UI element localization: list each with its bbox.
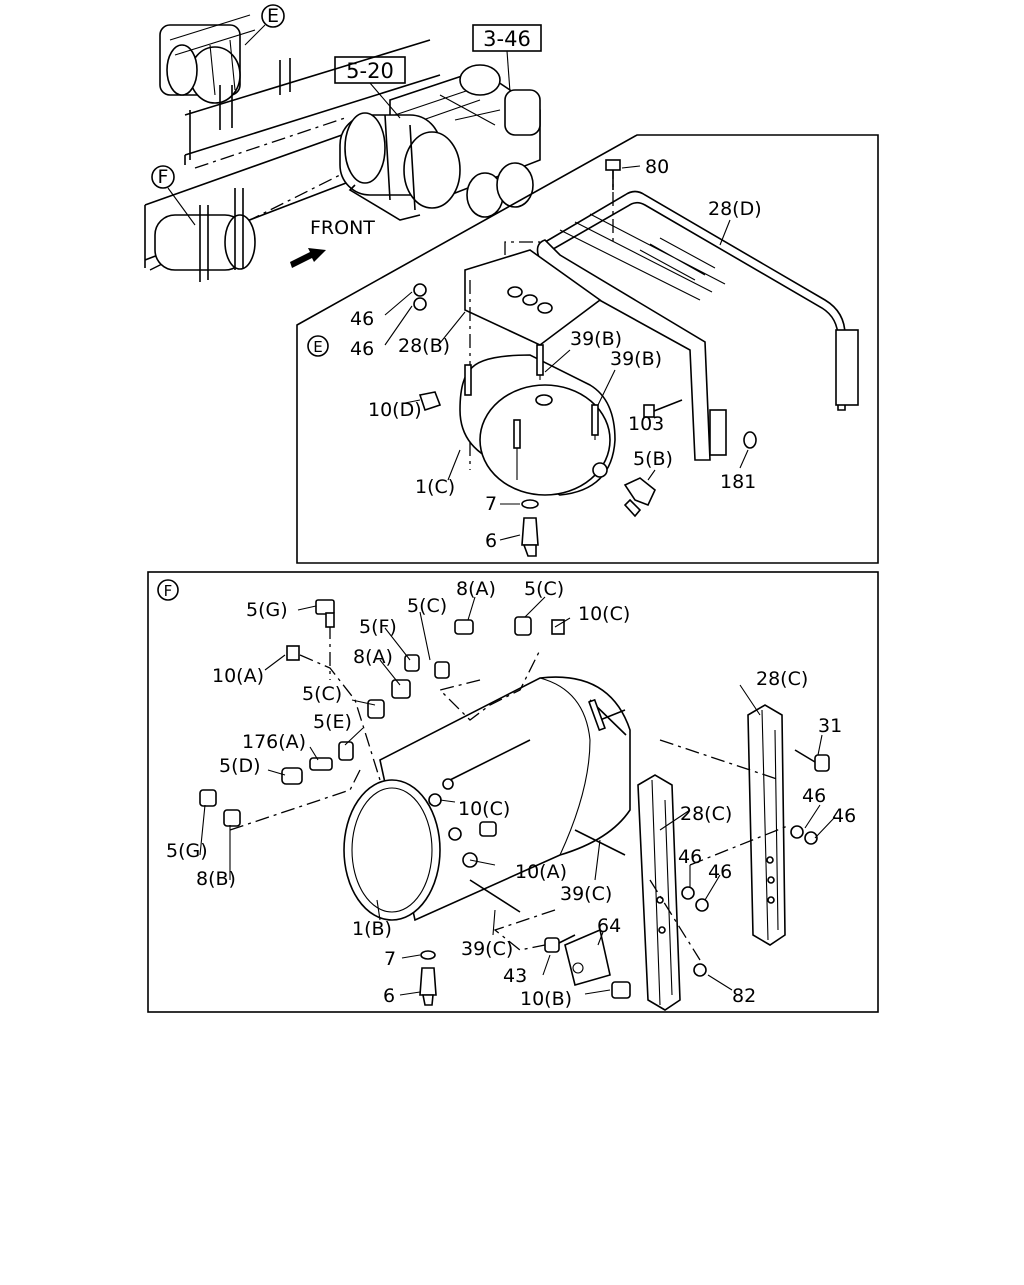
label-e-28b: 28(B) — [398, 335, 450, 357]
callout-f-circle — [151, 165, 175, 189]
label-f-5g-bot: 5(G) — [166, 840, 208, 862]
label-f-46-r1: 46 — [802, 785, 826, 807]
label-f-64: 64 — [597, 915, 621, 937]
callout-e-label: E — [267, 5, 279, 27]
callout-e-circle — [261, 4, 285, 28]
label-f-82: 82 — [732, 985, 756, 1007]
label-f-5d: 5(D) — [219, 755, 261, 777]
label-f-46-m2: 46 — [708, 861, 732, 883]
label-f-10a-left: 10(A) — [212, 665, 264, 687]
callout-f-label: F — [158, 166, 169, 188]
label-e-7: 7 — [485, 493, 497, 515]
panel-e-marker: E — [313, 338, 322, 356]
label-f-5f: 5(F) — [359, 616, 397, 638]
label-e-5b: 5(B) — [633, 448, 673, 470]
front-label: FRONT — [310, 217, 375, 239]
ref-3-46-label: 3-46 — [483, 27, 531, 51]
overview-frame-rails: E F 3-46 5-20 FRONT — [144, 4, 542, 282]
label-f-7: 7 — [384, 948, 396, 970]
label-f-5c-mid: 5(C) — [407, 595, 447, 617]
label-f-46-m1: 46 — [678, 846, 702, 868]
label-f-5c-top: 5(C) — [524, 578, 564, 600]
label-e-39b1: 39(B) — [570, 328, 622, 350]
label-f-1b: 1(B) — [352, 918, 392, 940]
label-f-39c-r: 39(C) — [560, 883, 612, 905]
label-e-46b: 46 — [350, 338, 374, 360]
label-f-5e: 5(E) — [313, 711, 352, 733]
panel-f-marker: F — [164, 582, 173, 600]
label-e-28d: 28(D) — [708, 198, 762, 220]
label-e-181: 181 — [720, 471, 756, 493]
label-f-6: 6 — [383, 985, 395, 1007]
panel-f: F — [147, 571, 879, 1013]
label-f-8a-top: 8(A) — [456, 578, 496, 600]
label-e-103: 103 — [628, 413, 664, 435]
label-f-28c-mid: 28(C) — [680, 803, 732, 825]
label-e-80: 80 — [645, 156, 669, 178]
panel-e-marker-circle — [307, 335, 329, 357]
label-f-10a-mid: 10(A) — [515, 861, 567, 883]
label-e-39b2: 39(B) — [610, 348, 662, 370]
label-f-31: 31 — [818, 715, 842, 737]
panel-f-marker-circle — [157, 579, 179, 601]
label-f-8b: 8(B) — [196, 868, 236, 890]
front-arrow-icon — [290, 248, 326, 268]
panel-e-frame — [296, 134, 879, 564]
label-e-46a: 46 — [350, 308, 374, 330]
label-f-8a-mid: 8(A) — [353, 646, 393, 668]
ref-5-20-label: 5-20 — [346, 59, 394, 83]
panel-f-frame — [147, 571, 879, 1013]
label-f-10b: 10(B) — [520, 988, 572, 1010]
label-f-176a: 176(A) — [242, 731, 306, 753]
label-f-5g-top: 5(G) — [246, 599, 288, 621]
label-f-28c-right: 28(C) — [756, 668, 808, 690]
label-f-43: 43 — [503, 965, 527, 987]
label-f-10c-top: 10(C) — [578, 603, 630, 625]
panel-e: E 80 28(D) 46 46 28(B) — [296, 134, 879, 564]
label-e-6: 6 — [485, 530, 497, 552]
label-f-46-r2: 46 — [832, 805, 856, 827]
label-e-1c: 1(C) — [415, 476, 455, 498]
label-f-5c-left: 5(C) — [302, 683, 342, 705]
label-e-10d: 10(D) — [368, 399, 422, 421]
label-f-39c-l: 39(C) — [461, 938, 513, 960]
label-f-10c-mid: 10(C) — [458, 798, 510, 820]
